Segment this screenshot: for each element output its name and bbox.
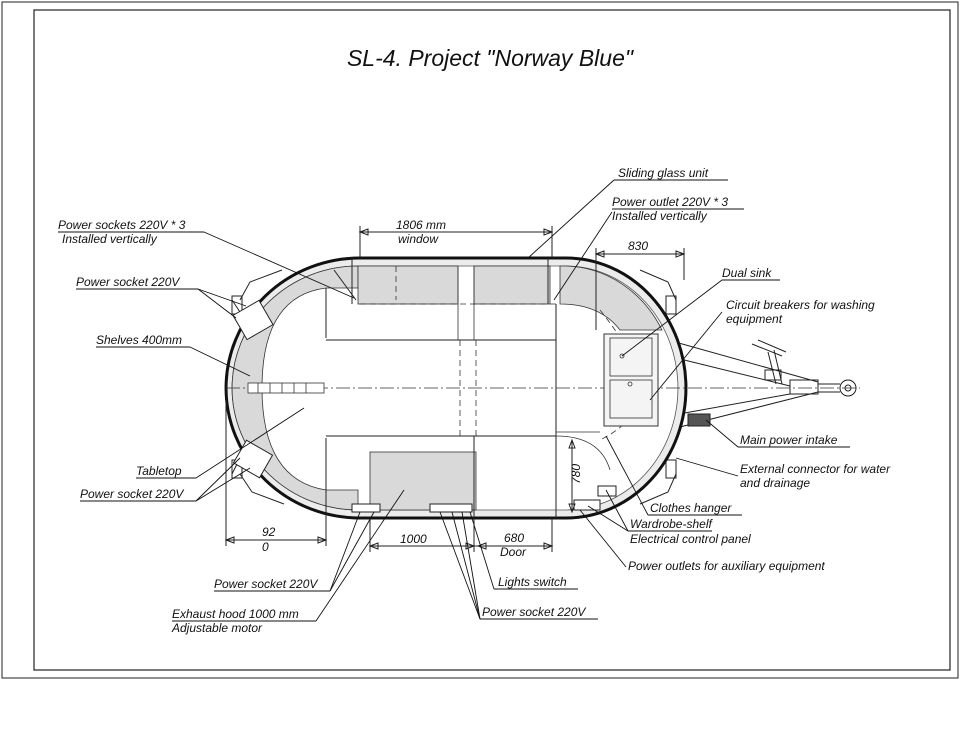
outer-frame (1, 1, 959, 679)
fenders (231, 269, 677, 505)
left-shelf-box (247, 382, 325, 394)
label-dual-sink: Dual sink (722, 266, 772, 280)
top-shelf-left (357, 265, 459, 305)
diagram-title: SL-4. Project "Norway Blue" (347, 45, 635, 71)
label-elec-panel: Electrical control panel (630, 532, 751, 546)
leader-lines (58, 179, 850, 622)
dim-780-value: 780 (569, 464, 583, 484)
dim-door-label: Door (500, 545, 527, 559)
exhaust-cabinet (369, 451, 477, 511)
label-breakers-2: equipment (726, 312, 783, 326)
label-outlet-220-3-sub: Installed vertically (612, 209, 708, 223)
label-tabletop: Tabletop (136, 464, 182, 478)
label-sockets-220-3-sub: Installed vertically (62, 232, 158, 246)
interior-partitions (326, 266, 611, 518)
top-right-counter (559, 265, 663, 331)
label-socket-220-bottom-right: Power socket 220V (482, 605, 586, 619)
label-ext-conn-2: and drainage (740, 476, 810, 490)
top-shelf-right (473, 265, 551, 305)
label-socket-220-left: Power socket 220V (76, 275, 180, 289)
dim-1000 (368, 518, 476, 552)
label-aux-outlets: Power outlets for auxiliary equipment (628, 559, 825, 573)
dim-830 (594, 248, 686, 330)
socket-blocks (232, 258, 617, 513)
label-exhaust-2: Adjustable motor (171, 621, 263, 635)
dim-920 (224, 400, 328, 546)
label-socket-220-bottom-left: Power socket 220V (214, 577, 318, 591)
dim-door (474, 518, 554, 552)
dual-sink (603, 333, 659, 427)
label-clothes-hanger: Clothes hanger (650, 501, 732, 515)
label-main-power: Main power intake (740, 433, 838, 447)
inner-frame (33, 9, 951, 671)
dim-window-label: window (398, 232, 439, 246)
label-breakers-1: Circuit breakers for washing (726, 298, 875, 312)
label-lights-switch: Lights switch (498, 575, 567, 589)
dim-92: 92 (262, 525, 276, 539)
label-outlet-220-3: Power outlet 220V * 3 (612, 195, 728, 209)
dim-1000-value: 1000 (400, 532, 427, 546)
label-sockets-220-3: Power sockets 220V * 3 (58, 218, 186, 232)
dim-window (358, 226, 554, 258)
dim-door-value: 680 (504, 531, 524, 545)
label-exhaust-1: Exhaust hood 1000 mm (172, 607, 299, 621)
dim-window-value: 1806 mm (396, 218, 446, 232)
hitch-drawbar (667, 339, 857, 431)
label-ext-conn-1: External connector for water (740, 462, 891, 476)
main-power-intake (687, 413, 711, 427)
dim-0: 0 (262, 540, 269, 554)
dim-780 (568, 438, 576, 514)
label-socket-220-left-bottom: Power socket 220V (80, 487, 184, 501)
label-sliding-glass: Sliding glass unit (618, 166, 709, 180)
label-shelves: Shelves 400mm (96, 333, 182, 347)
label-wardrobe-shelf: Wardrobe-shelf (630, 517, 713, 531)
dim-830-value: 830 (628, 239, 648, 253)
